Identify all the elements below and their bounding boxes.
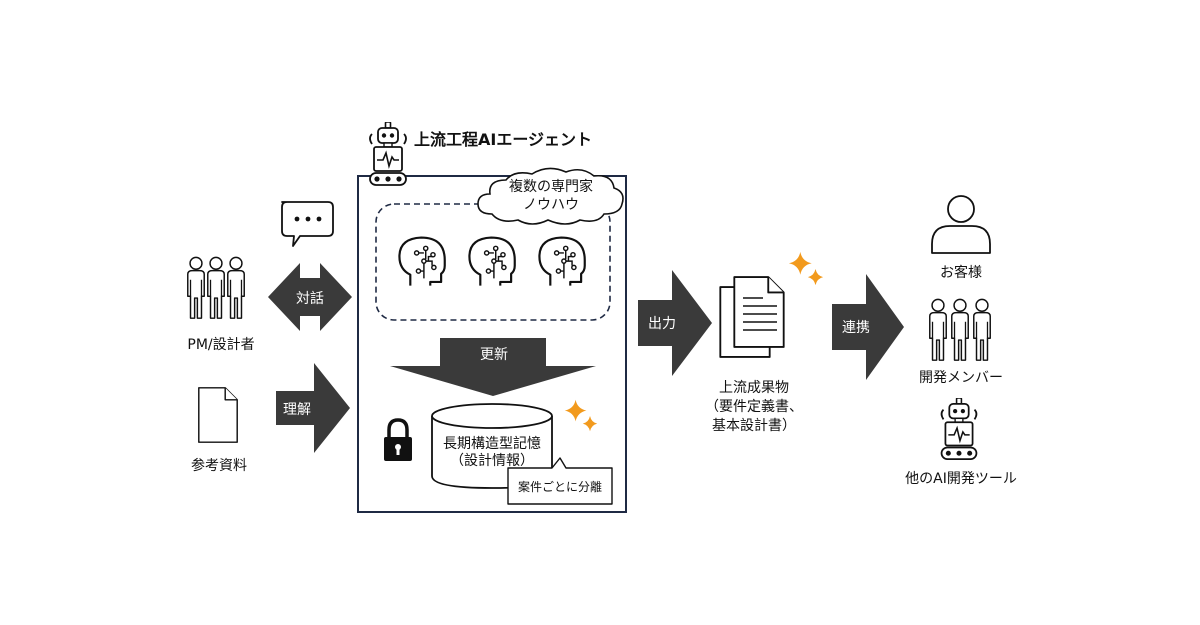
dialog-double-arrow: [268, 263, 352, 331]
link-arrow: [832, 274, 904, 380]
callout-box: [507, 457, 613, 505]
customer-label: お客様: [940, 265, 982, 281]
agent-robot-icon: [369, 122, 407, 186]
deliverable-text: 上流成果物 （要件定義書、 基本設計書）: [690, 379, 818, 436]
dev-members-icon: [929, 298, 991, 361]
dialog-label: 対話: [296, 291, 324, 307]
ai-tools-label: 他のAI開発ツール: [905, 471, 1017, 487]
chat-bubble-icon: [281, 201, 334, 247]
callout-text: 案件ごとに分離: [517, 480, 602, 494]
deliverable-sparkle-icon: [788, 251, 824, 286]
dev-members-label: 開発メンバー: [919, 370, 1003, 386]
understand-arrow: [276, 363, 350, 453]
memory-line-1: 長期構造型記憶: [443, 436, 541, 452]
reference-docs-label: 参考資料: [191, 458, 247, 474]
deliverable-documents-icon: [719, 276, 785, 358]
deliverable-line-2: （要件定義書、: [705, 399, 803, 415]
lock-icon: [384, 418, 412, 461]
deliverable-line-1: 上流成果物: [719, 380, 789, 396]
memory-line-2: （設計情報）: [450, 453, 534, 469]
deliverable-line-3: 基本設計書）: [712, 418, 796, 434]
agent-title: 上流工程AIエージェント: [414, 130, 593, 149]
expert-cloud-text: 複数の専門家 ノウハウ: [492, 178, 610, 214]
ai-tool-robot-icon: [940, 398, 978, 460]
expert-cloud: [477, 167, 624, 225]
update-down-arrow: [390, 338, 596, 396]
output-label: 出力: [648, 316, 676, 332]
understand-label: 理解: [283, 402, 311, 418]
output-arrow: [638, 270, 712, 376]
expert-cloud-line-2: ノウハウ: [523, 197, 579, 213]
reference-document-icon: [198, 387, 238, 443]
pm-designers-icon: [187, 256, 245, 319]
update-label: 更新: [480, 347, 508, 363]
expert-cloud-line-1: 複数の専門家: [509, 179, 593, 195]
link-label: 連携: [842, 320, 870, 336]
memory-text: 長期構造型記憶 （設計情報）: [432, 436, 552, 470]
customer-icon: [931, 195, 991, 254]
pm-designer-label: PM/設計者: [187, 337, 255, 353]
